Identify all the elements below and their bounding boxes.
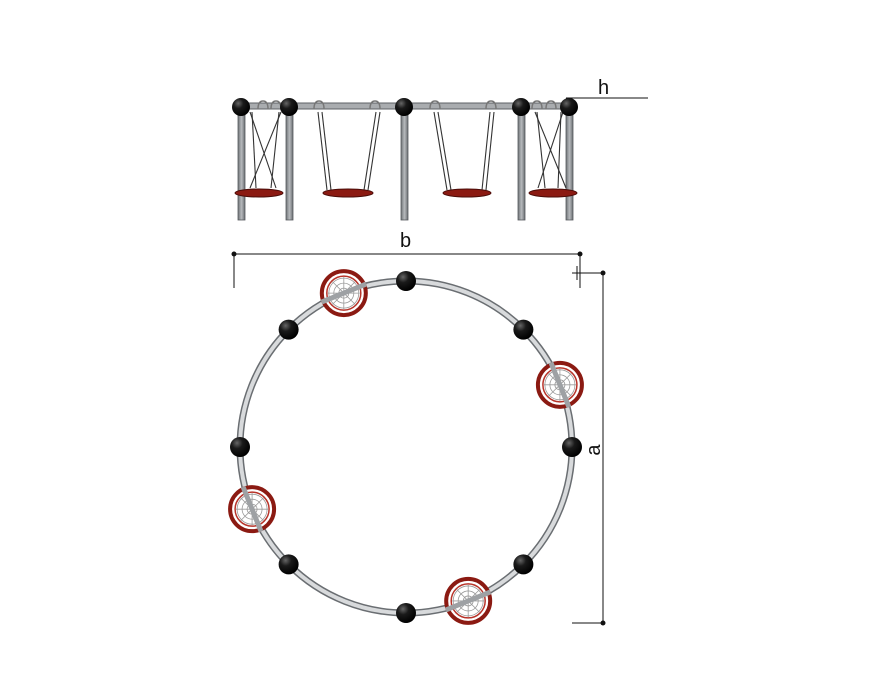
post-ball (230, 437, 250, 457)
plan-post-balls (230, 271, 582, 623)
elevation-seats (234, 188, 578, 198)
post-cap-ball (395, 98, 413, 116)
post (400, 107, 409, 221)
height-dimension: h (566, 77, 648, 99)
post-ball (396, 603, 416, 623)
post-ball (513, 319, 534, 340)
nest-seat-top (535, 360, 584, 409)
nest-seat (234, 188, 284, 198)
post-cap-ball (560, 98, 578, 116)
nest-seat (322, 188, 374, 198)
diameter-label: a (583, 444, 605, 456)
post-ball (513, 554, 534, 575)
post (517, 107, 526, 221)
elevation-view (232, 98, 578, 221)
post-ball (396, 271, 416, 291)
post-cap-ball (280, 98, 298, 116)
nest-seat (442, 188, 492, 198)
post-cap-ball (512, 98, 530, 116)
post (285, 107, 294, 221)
width-dimension: b (231, 230, 583, 288)
post-ball (278, 319, 299, 340)
diameter-dimension: a (572, 266, 606, 626)
post (565, 107, 574, 221)
nest-seat-top (319, 269, 368, 318)
swing-ropes (249, 111, 567, 191)
post-ball (278, 554, 299, 575)
post-cap-ball (232, 98, 250, 116)
swing-hangers (257, 100, 557, 110)
nest-seat-top (444, 576, 493, 625)
post (237, 107, 246, 221)
nest-seat (528, 188, 578, 198)
elevation-posts (237, 107, 574, 221)
plan-view (228, 269, 584, 625)
elevation-balls (232, 98, 578, 116)
post-ball (562, 437, 582, 457)
height-label: h (598, 77, 609, 99)
width-label: b (400, 230, 411, 252)
nest-seat-top (228, 485, 277, 534)
plan-seats (228, 269, 584, 625)
